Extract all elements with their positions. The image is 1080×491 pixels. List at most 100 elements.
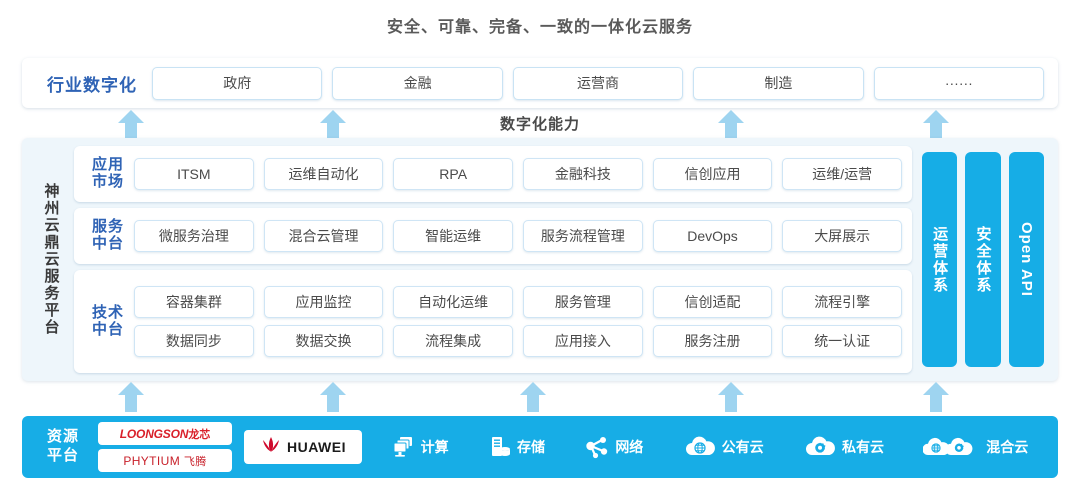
cell-xinchuang-app[interactable]: 信创应用 [652, 158, 773, 190]
phytium-latin: PHYTIUM [123, 453, 181, 468]
up-arrow-icon [320, 382, 346, 412]
cell-app-monitoring[interactable]: 应用监控 [263, 286, 384, 318]
up-arrow-icon [923, 110, 949, 140]
resource-item-hybrid-cloud[interactable]: 混合云 [923, 435, 1028, 459]
resource-item-compute[interactable]: 计算 [392, 435, 449, 459]
layer-label-line1: 应用 [91, 156, 124, 174]
pillar-operations-system[interactable]: 运营体系 [922, 152, 958, 367]
cell-container-cluster[interactable]: 容器集群 [134, 286, 254, 318]
cell-itsm[interactable]: ITSM [134, 158, 254, 190]
cell-aiops[interactable]: 智能运维 [393, 220, 514, 252]
layer-app-market-cells: ITSM 运维自动化 RPA 金融科技 信创应用 运维/运营 [134, 158, 903, 190]
layer-tech-platform-cells: 容器集群 应用监控 自动化运维 服务管理 信创适配 流程引擎 数据同步 数据交换… [134, 286, 903, 357]
pillar-open-api[interactable]: Open API [1008, 152, 1044, 367]
cell-automated-ops[interactable]: 自动化运维 [393, 286, 514, 318]
industry-item-government[interactable]: 政府 [152, 66, 323, 100]
page-title: 安全、可靠、完备、一致的一体化云服务 [386, 19, 693, 36]
cell-unified-auth[interactable]: 统一认证 [782, 325, 903, 357]
layer-service-platform-label: 服务 中台 [82, 218, 134, 253]
compute-icon [392, 435, 416, 459]
layer-label-line2: 中台 [91, 320, 124, 338]
loongson-latin: LOONGSON [119, 426, 189, 441]
resource-item-private-cloud[interactable]: 私有云 [803, 435, 884, 459]
layer-app-market-label: 应用 市场 [82, 156, 134, 191]
layer-tech-platform-label: 技术 中台 [82, 303, 134, 339]
layer-app-market: 应用 市场 ITSM 运维自动化 RPA 金融科技 信创应用 运维/运营 [74, 146, 912, 202]
layer-tech-platform: 技术 中台 容器集群 应用监控 自动化运维 服务管理 信创适配 流程引擎 数据同… [74, 270, 912, 373]
platform-pillars: 运营体系 安全体系 Open API [912, 146, 1048, 373]
platform-vertical-label: 神州云鼎云服务平台 [42, 183, 60, 336]
up-arrow-icon [923, 382, 949, 412]
resource-label-line2: 平台 [46, 447, 79, 464]
industry-item-more[interactable]: ······ [873, 66, 1045, 100]
resource-item-network[interactable]: 网络 [584, 435, 643, 459]
cell-process-engine[interactable]: 流程引擎 [782, 286, 903, 318]
resource-item-network-label: 网络 [615, 439, 644, 455]
up-arrow-icon [118, 382, 144, 412]
layer-service-platform-cells: 微服务治理 混合云管理 智能运维 服务流程管理 DevOps 大屏展示 [134, 220, 903, 252]
resource-item-private-cloud-label: 私有云 [841, 439, 884, 455]
up-arrow-icon [320, 110, 346, 140]
layer-label-line1: 技术 [91, 303, 124, 321]
cell-devops[interactable]: DevOps [652, 220, 773, 252]
industry-item-telecom[interactable]: 运营商 [512, 66, 684, 100]
cell-data-exchange[interactable]: 数据交换 [263, 325, 384, 357]
industry-row-label: 行业数字化 [47, 75, 137, 95]
pillar-security-system[interactable]: 安全体系 [965, 152, 1001, 367]
cell-row: 数据同步 数据交换 流程集成 应用接入 服务注册 统一认证 [134, 325, 903, 357]
huawei-flower-icon [260, 435, 282, 460]
platform-panel: 神州云鼎云服务平台 应用 市场 ITSM 运维自动化 RPA 金融科技 信创应用… [22, 138, 1058, 381]
top-arrow-band: 数字化能力 [0, 108, 1080, 140]
cell-rpa[interactable]: RPA [393, 158, 514, 190]
layer-label-line2: 市场 [91, 173, 124, 190]
resource-item-storage-label: 存储 [516, 439, 545, 455]
cell-app-access[interactable]: 应用接入 [523, 325, 643, 357]
phytium-cn: 飞腾 [183, 455, 207, 468]
loongson-cn: 龙芯 [188, 428, 211, 441]
cell-microservice-governance[interactable]: 微服务治理 [134, 220, 254, 252]
cell-hybrid-cloud-mgmt[interactable]: 混合云管理 [263, 220, 384, 252]
resource-item-compute-label: 计算 [420, 439, 449, 455]
resource-items: 计算 存储 [372, 435, 1048, 459]
resource-item-public-cloud[interactable]: 公有云 [683, 435, 764, 459]
public-cloud-icon [683, 435, 717, 459]
cell-data-sync[interactable]: 数据同步 [134, 325, 254, 357]
private-cloud-icon [803, 435, 837, 459]
platform-layers: 应用 市场 ITSM 运维自动化 RPA 金融科技 信创应用 运维/运营 服务 … [74, 146, 912, 373]
industry-cells: 政府 金融 运营商 制造 ······ [152, 66, 1048, 100]
resource-platform-bar: 资源 平台 LOONGSON龙芯 PHYTIUM 飞腾 HUAWEI [22, 416, 1058, 478]
cell-row: 微服务治理 混合云管理 智能运维 服务流程管理 DevOps 大屏展示 [134, 220, 903, 252]
industry-row: 行业数字化 政府 金融 运营商 制造 ······ [22, 58, 1058, 108]
vendor-logo-loongson[interactable]: LOONGSON龙芯 [98, 422, 232, 445]
vendor-logo-stack: LOONGSON龙芯 PHYTIUM 飞腾 [98, 422, 232, 472]
vendor-logo-phytium[interactable]: PHYTIUM 飞腾 [98, 449, 232, 472]
up-arrow-icon [718, 382, 744, 412]
industry-item-manufacturing[interactable]: 制造 [693, 66, 864, 100]
resource-platform-label: 资源 平台 [32, 428, 94, 466]
up-arrow-icon [718, 110, 744, 140]
resource-item-public-cloud-label: 公有云 [721, 439, 764, 455]
loongson-logo-text: LOONGSON龙芯 [120, 426, 210, 442]
layer-label-line2: 中台 [91, 235, 124, 252]
cell-process-integration[interactable]: 流程集成 [393, 325, 514, 357]
cell-service-process-mgmt[interactable]: 服务流程管理 [523, 220, 643, 252]
resource-label-line1: 资源 [46, 428, 79, 446]
cell-ops-operation[interactable]: 运维/运营 [782, 158, 903, 190]
cell-service-registry[interactable]: 服务注册 [652, 325, 773, 357]
cell-row: 容器集群 应用监控 自动化运维 服务管理 信创适配 流程引擎 [134, 286, 903, 318]
layer-service-platform: 服务 中台 微服务治理 混合云管理 智能运维 服务流程管理 DevOps 大屏展… [74, 208, 912, 264]
cell-dashboard[interactable]: 大屏展示 [782, 220, 903, 252]
cell-row: ITSM 运维自动化 RPA 金融科技 信创应用 运维/运营 [134, 158, 903, 190]
network-icon [584, 435, 610, 459]
storage-icon [488, 435, 512, 459]
capability-label: 数字化能力 [499, 116, 580, 133]
cell-ops-automation[interactable]: 运维自动化 [263, 158, 384, 190]
industry-item-finance[interactable]: 金融 [332, 66, 503, 100]
cell-xinchuang-adaptation[interactable]: 信创适配 [652, 286, 773, 318]
cell-fintech[interactable]: 金融科技 [523, 158, 643, 190]
vendor-logo-huawei[interactable]: HUAWEI [244, 430, 362, 464]
up-arrow-icon [520, 382, 546, 412]
up-arrow-icon [118, 110, 144, 140]
cell-service-mgmt[interactable]: 服务管理 [523, 286, 643, 318]
resource-item-storage[interactable]: 存储 [488, 435, 545, 459]
